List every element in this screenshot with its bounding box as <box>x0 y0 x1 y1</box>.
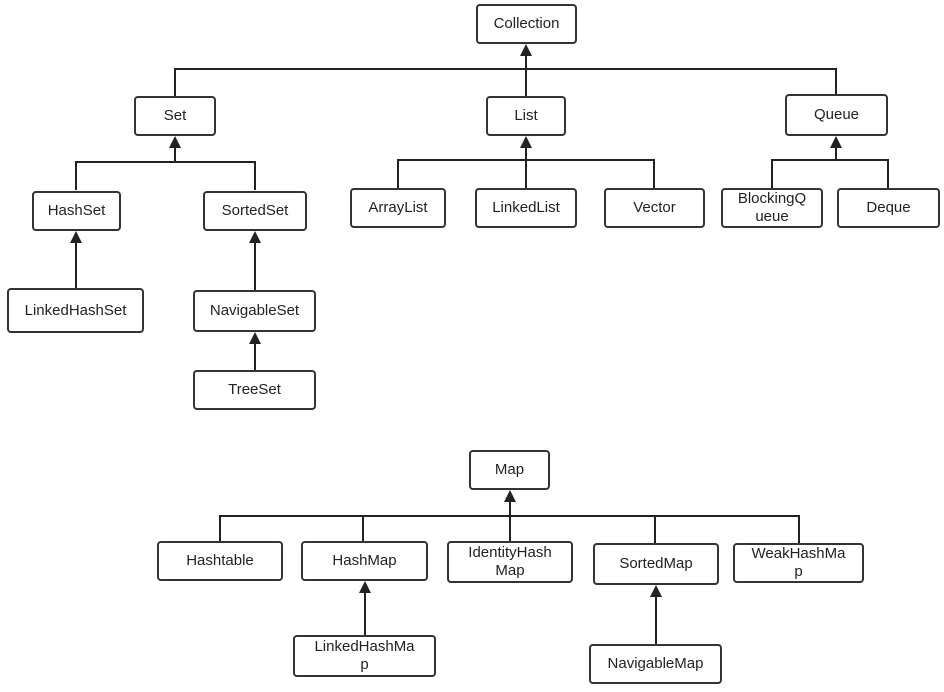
node-list: List <box>486 96 566 136</box>
node-sortedmap: SortedMap <box>593 543 719 585</box>
node-linkedlist: LinkedList <box>475 188 577 228</box>
arrowhead-queue <box>830 136 842 148</box>
node-queue: Queue <box>785 94 888 136</box>
node-navigableset: NavigableSet <box>193 290 316 332</box>
node-vector: Vector <box>604 188 705 228</box>
node-identityhashmap: IdentityHash Map <box>447 541 573 583</box>
edge-set-children <box>75 148 256 190</box>
arrowhead-collection <box>520 44 532 56</box>
edge-map-children <box>219 502 800 543</box>
node-linkedhashset: LinkedHashSet <box>7 288 144 333</box>
node-deque: Deque <box>837 188 940 228</box>
edge-list-children <box>397 148 655 188</box>
arrowhead-sortedmap <box>650 585 662 597</box>
node-collection: Collection <box>476 4 577 44</box>
arrowhead-sortedset <box>249 231 261 243</box>
node-weakhashmap: WeakHashMa p <box>733 543 864 583</box>
node-navigablemap: NavigableMap <box>589 644 722 684</box>
node-hashmap: HashMap <box>301 541 428 581</box>
edge-collection-children <box>174 68 837 96</box>
arrowhead-set <box>169 136 181 148</box>
node-hashset: HashSet <box>32 191 121 231</box>
node-treeset: TreeSet <box>193 370 316 410</box>
node-arraylist: ArrayList <box>350 188 446 228</box>
node-linkedhashmap: LinkedHashMa p <box>293 635 436 677</box>
arrowhead-hashset <box>70 231 82 243</box>
node-hashtable: Hashtable <box>157 541 283 581</box>
arrowhead-list <box>520 136 532 148</box>
node-sortedset: SortedSet <box>203 191 307 231</box>
node-blockingqueue: BlockingQ ueue <box>721 188 823 228</box>
arrowhead-hashmap <box>359 581 371 593</box>
arrowhead-map <box>504 490 516 502</box>
edge-queue-children <box>771 148 889 188</box>
node-set: Set <box>134 96 216 136</box>
node-map: Map <box>469 450 550 490</box>
arrowhead-navigableset <box>249 332 261 344</box>
